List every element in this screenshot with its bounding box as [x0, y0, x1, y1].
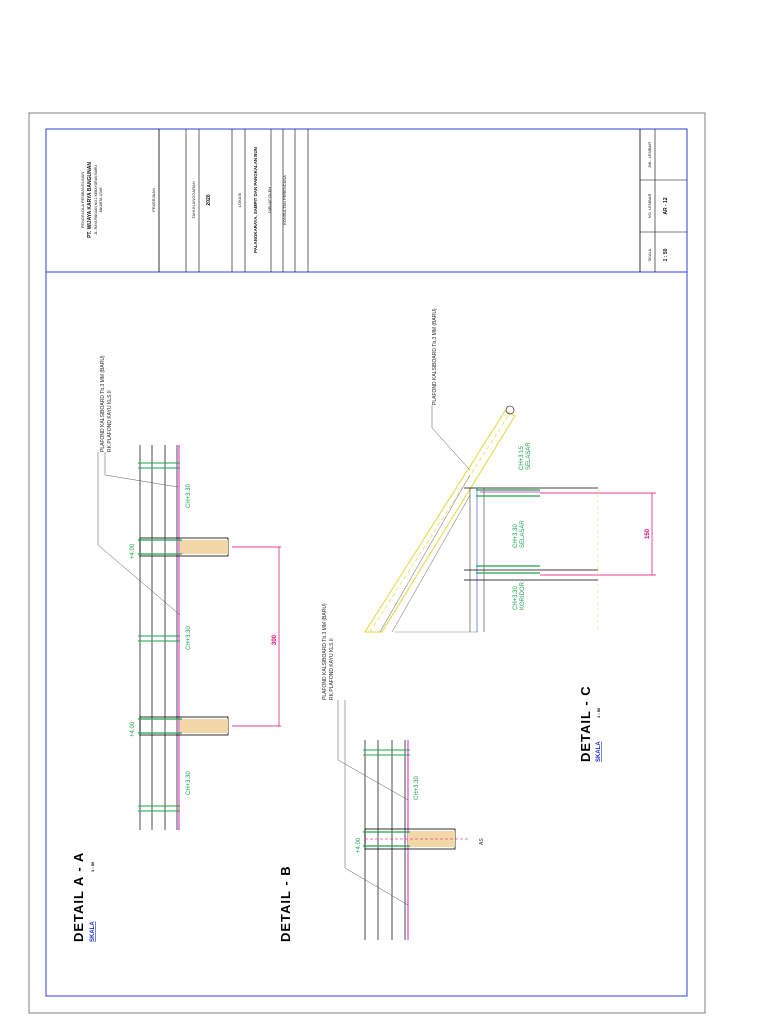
- detail-c-ch-1-value: CH+3.15: [519, 445, 525, 470]
- detail-a-scale-value: 1 : 50: [90, 861, 95, 872]
- detail-b-ch: CH+3.30: [414, 775, 420, 800]
- dibuat-label: DIBUAT OLEH: [267, 187, 272, 213]
- detail-c-ch-3-label: KORIDOR: [520, 581, 526, 610]
- lokasi-label: LOKASI: [237, 193, 242, 207]
- detail-a-title: DETAIL A - A: [71, 852, 86, 942]
- skala-label: SKALA: [647, 248, 652, 261]
- detail-c-ch-2-label: SELASAR: [520, 520, 526, 548]
- detail-c-drawing: [363, 405, 656, 633]
- detail-b-axis-label: AS: [479, 838, 485, 845]
- detail-c-dimension: 150: [645, 528, 651, 539]
- jml-lembar-label: JML. LEMBAR: [647, 142, 652, 168]
- title-block: PENGELOLA PEMBANGUNAN PT. WIJAYA KARYA B…: [46, 129, 687, 273]
- no-lembar-label: NO. LEMBAR: [647, 194, 652, 219]
- detail-c-ch-3-value: CH+3.30: [513, 585, 519, 610]
- pekerjaan-label: PEKERJAAN: [151, 188, 156, 212]
- lokasi-value: PALANGKARAYA, SAMPIT DAN PANGKALAN BUN: [253, 147, 258, 253]
- drawing-frame: [45, 128, 688, 997]
- skala-value: 1 : 50: [663, 248, 669, 261]
- konsultan-label: KONSULTAN PERENCANA: [282, 175, 287, 225]
- address-line2: JAKARTA 12345: [99, 187, 103, 212]
- detail-a-dimension: 300: [272, 634, 278, 645]
- detail-c-scale-value: 1 : 50: [596, 707, 601, 718]
- detail-a-ch-2: CH+3.30: [186, 625, 192, 650]
- detail-a-note-2: RK.PLAFOND KAYU KLS.II: [107, 390, 113, 452]
- address-line1: JL. RAYA PAKUAN NO.1 KEBAYORAN BARU: [94, 165, 98, 235]
- detail-a-ch-3: CH+3.30: [186, 770, 192, 795]
- detail-c-note: PLAFOND KALSIBOARD Tb.3 MM (BARU): [432, 308, 438, 405]
- detail-b-note-2: RK.PLAFOND KAYU KLS.II: [329, 638, 335, 700]
- tahun-value: 2020: [206, 194, 212, 205]
- no-lembar-value: AR - 12: [663, 197, 669, 214]
- owner-label: PENGELOLA PEMBANGUNAN: [80, 172, 85, 229]
- detail-a-scale-label: SKALA: [90, 921, 96, 942]
- detail-c-scale-label: SKALA: [596, 741, 602, 762]
- detail-a-note-1: PLAFOND KALSIBOARD Tb.3 MM (BARU): [100, 355, 106, 452]
- paper-border: [28, 112, 706, 1014]
- company-name: PT. WIJAYA KARYA BANGUNAN: [87, 162, 93, 238]
- detail-c-ch-1-label: SELASAR: [526, 442, 532, 470]
- detail-c-ch-2-value: CH+3.30: [513, 523, 519, 548]
- detail-b-title: DETAIL - B: [278, 865, 293, 942]
- detail-c-title: DETAIL - C: [578, 685, 593, 762]
- detail-a-ch-1: CH+3.30: [186, 483, 192, 508]
- detail-b-note-1: PLAFOND KALSIBOARD Tb.3 MM (BARU): [322, 603, 328, 700]
- detail-a-level-top-2: +4.00: [130, 721, 136, 737]
- detail-a-level-top-1: +4.00: [130, 543, 136, 559]
- detail-a-drawing: [97, 445, 281, 830]
- detail-b-drawing: [337, 700, 470, 940]
- tahun-label: TAHUN ANGGARAN: [191, 181, 196, 218]
- detail-b-level-top: +4.00: [356, 837, 362, 853]
